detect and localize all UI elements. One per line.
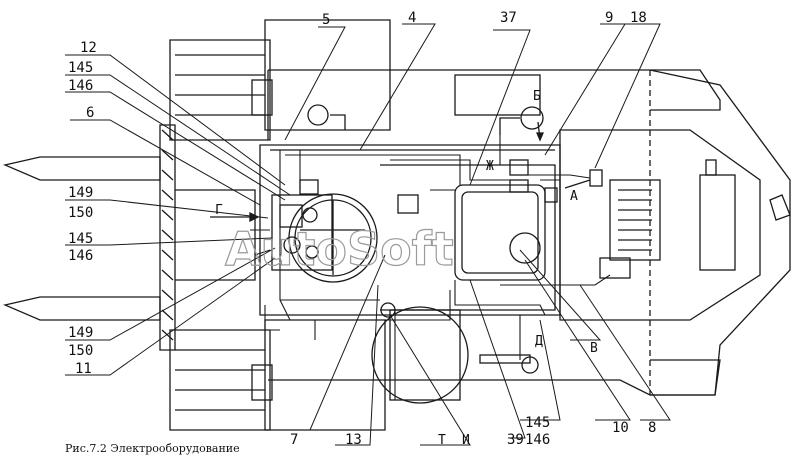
- connector-letters: Б Ж А Г В Д Т И: [215, 89, 598, 448]
- watermark: AutoSoft: [225, 222, 454, 276]
- battery: [454, 184, 546, 281]
- leader-lines: [65, 23, 671, 446]
- label-145-bottom: 145: [525, 415, 550, 431]
- cab-frame: [259, 144, 561, 316]
- letter-b-top: Б: [533, 89, 541, 104]
- label-12: 12: [80, 40, 97, 56]
- fuse-box: [397, 194, 419, 214]
- label-146-top: 146: [68, 78, 93, 94]
- letter-zh: Ж: [486, 159, 494, 174]
- label-11: 11: [75, 361, 92, 377]
- label-37: 37: [500, 10, 517, 26]
- fork-upper: [2, 156, 161, 181]
- label-146-bottom: 146: [525, 432, 550, 448]
- label-150-bottom: 150: [68, 343, 93, 359]
- radiator: [599, 159, 736, 279]
- label-10: 10: [612, 420, 629, 436]
- label-39: 39: [507, 432, 524, 448]
- label-6: 6: [86, 105, 94, 121]
- label-4: 4: [408, 10, 416, 26]
- headlight-front: [307, 104, 346, 130]
- front-wheel-bottom: [169, 319, 386, 431]
- letter-t: Т: [438, 433, 446, 448]
- label-5: 5: [322, 12, 330, 28]
- label-145-top: 145: [68, 60, 93, 76]
- rear-wheel-top: [650, 69, 721, 111]
- label-149-bottom: 149: [68, 325, 93, 341]
- letter-v: В: [590, 341, 598, 356]
- figure-caption: Рис.7.2 Электрооборудование: [65, 442, 240, 455]
- label-149-top: 149: [68, 185, 93, 201]
- label-13: 13: [345, 432, 362, 448]
- reference-numbers: 5 4 37 9 18 12 145 146 6 149 150 145 146…: [68, 10, 656, 448]
- label-9: 9: [605, 10, 613, 26]
- label-7: 7: [290, 432, 298, 448]
- label-145-mid: 145: [68, 231, 93, 247]
- letter-g: Г: [215, 203, 223, 218]
- arrows: [210, 121, 591, 223]
- rear-wheel-bottom: [650, 359, 721, 396]
- label-18: 18: [630, 10, 647, 26]
- label-8: 8: [648, 420, 656, 436]
- vehicle-body: [267, 69, 791, 396]
- tool-box: [454, 74, 541, 116]
- wiring-harness: [250, 135, 611, 400]
- label-150-top: 150: [68, 205, 93, 221]
- front-wheel-top: [169, 19, 391, 141]
- label-146-mid: 146: [68, 248, 93, 264]
- letter-d: Д: [535, 334, 543, 349]
- headlight-rear: [499, 106, 544, 135]
- fork-lower: [2, 296, 161, 321]
- fuel-tank: [371, 302, 539, 404]
- letter-i: И: [462, 433, 470, 448]
- letter-a: А: [570, 189, 578, 204]
- dashboard-cluster: [271, 179, 333, 271]
- fork-carriage: [159, 124, 256, 351]
